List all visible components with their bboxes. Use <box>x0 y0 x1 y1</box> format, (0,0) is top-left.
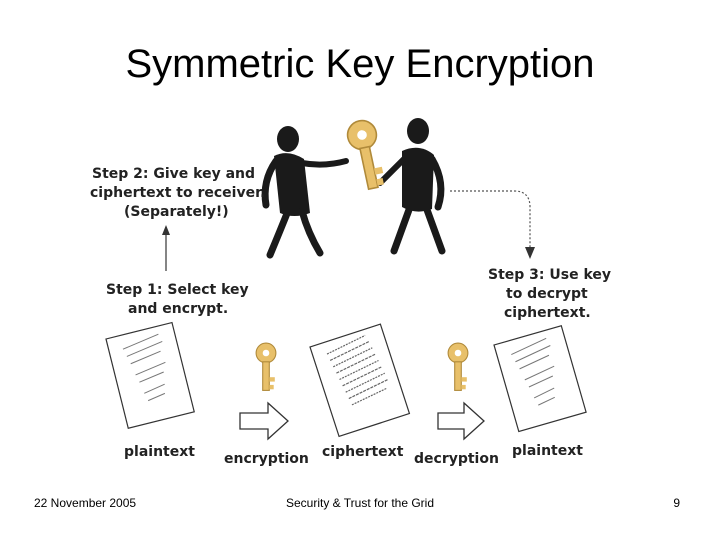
sender-figure-icon <box>261 126 349 259</box>
encryption-arrow-icon <box>239 401 289 441</box>
label-ciphertext: ciphertext <box>322 444 404 460</box>
step2-line2: ciphertext to receiver. <box>90 185 265 201</box>
step2-text: Step 2: Give key and ciphertext to recei… <box>90 166 265 220</box>
label-plaintext-right: plaintext <box>512 443 583 459</box>
plaintext-document-icon <box>105 321 195 429</box>
step1-line2: and encrypt. <box>128 301 228 317</box>
step3-line2: to decrypt <box>506 286 588 302</box>
step2-line3: (Separately!) <box>124 204 229 220</box>
footer-date: 22 November 2005 <box>34 496 137 510</box>
slide-title: Symmetric Key Encryption <box>125 42 595 86</box>
ciphertext-document-icon <box>309 323 411 438</box>
step1-line1: Step 1: Select key <box>106 282 249 298</box>
step3-line3: ciphertext. <box>504 305 591 321</box>
diagram-svg: Step 2: Give key and ciphertext to recei… <box>90 117 611 467</box>
step3-line1: Step 3: Use key <box>488 267 611 283</box>
decryption-key-icon <box>447 342 469 391</box>
symmetric-encryption-diagram: Step 2: Give key and ciphertext to recei… <box>84 101 616 473</box>
step2-line1: Step 2: Give key and <box>92 166 255 182</box>
page-number: 9 <box>673 496 680 510</box>
up-arrow-icon <box>162 225 170 271</box>
dotted-arrow-icon <box>450 190 535 259</box>
receiver-figure-icon <box>377 118 446 255</box>
decrypted-plaintext-document-icon <box>493 324 587 433</box>
encryption-key-icon <box>255 342 277 391</box>
label-encryption: encryption <box>224 451 309 467</box>
handover-key-icon <box>344 117 389 193</box>
label-decryption: decryption <box>414 451 499 467</box>
footer-title: Security & Trust for the Grid <box>285 496 435 510</box>
step3-text: Step 3: Use key to decrypt ciphertext. <box>488 267 611 321</box>
label-plaintext-left: plaintext <box>124 444 195 460</box>
step1-text: Step 1: Select key and encrypt. <box>106 282 249 317</box>
decryption-arrow-icon <box>437 401 485 441</box>
